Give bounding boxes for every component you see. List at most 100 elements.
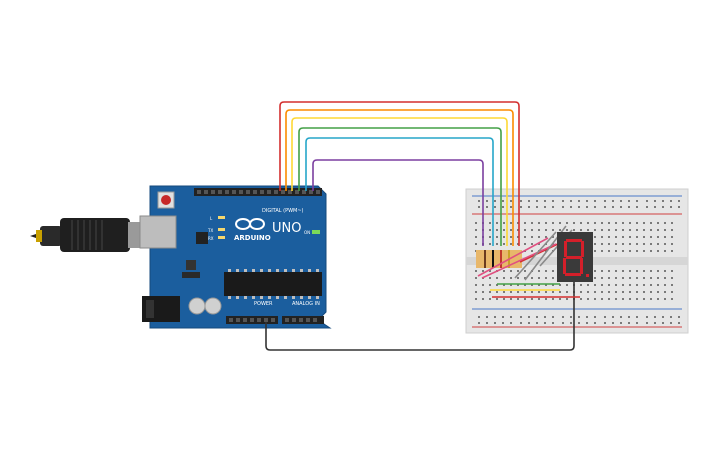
resistor[interactable] <box>476 253 522 256</box>
breadboard-hole[interactable] <box>612 316 614 318</box>
breadboard-hole[interactable] <box>503 284 505 286</box>
breadboard-hole[interactable] <box>489 243 491 245</box>
breadboard-hole[interactable] <box>580 291 582 293</box>
resistor[interactable] <box>476 256 522 259</box>
breadboard-hole[interactable] <box>671 229 673 231</box>
breadboard-hole[interactable] <box>570 200 572 202</box>
bb-wire-pink-1[interactable] <box>477 237 549 277</box>
breadboard-hole[interactable] <box>650 222 652 224</box>
breadboard-hole[interactable] <box>608 284 610 286</box>
breadboard-hole[interactable] <box>494 200 496 202</box>
breadboard-hole[interactable] <box>629 236 631 238</box>
breadboard-hole[interactable] <box>524 243 526 245</box>
breadboard-hole[interactable] <box>562 200 564 202</box>
breadboard-hole[interactable] <box>601 250 603 252</box>
breadboard-hole[interactable] <box>544 206 546 208</box>
breadboard-hole[interactable] <box>578 206 580 208</box>
breadboard-hole[interactable] <box>629 243 631 245</box>
breadboard-hole[interactable] <box>664 284 666 286</box>
breadboard-hole[interactable] <box>545 236 547 238</box>
breadboard-hole[interactable] <box>615 277 617 279</box>
breadboard-hole[interactable] <box>502 316 504 318</box>
breadboard-hole[interactable] <box>671 236 673 238</box>
breadboard-hole[interactable] <box>608 270 610 272</box>
breadboard-hole[interactable] <box>654 200 656 202</box>
breadboard-hole[interactable] <box>517 236 519 238</box>
breadboard-hole[interactable] <box>615 229 617 231</box>
breadboard-hole[interactable] <box>587 291 589 293</box>
breadboard-hole[interactable] <box>629 291 631 293</box>
breadboard-hole[interactable] <box>528 316 530 318</box>
breadboard-hole[interactable] <box>475 277 477 279</box>
breadboard-hole[interactable] <box>654 316 656 318</box>
resistor[interactable] <box>476 250 522 253</box>
breadboard-hole[interactable] <box>570 322 572 324</box>
breadboard-hole[interactable] <box>494 206 496 208</box>
breadboard-hole[interactable] <box>615 236 617 238</box>
breadboard-hole[interactable] <box>559 284 561 286</box>
wire-cyan[interactable] <box>305 137 494 246</box>
breadboard-hole[interactable] <box>662 206 664 208</box>
breadboard-hole[interactable] <box>594 222 596 224</box>
breadboard-hole[interactable] <box>510 229 512 231</box>
breadboard-hole[interactable] <box>552 284 554 286</box>
breadboard-hole[interactable] <box>628 316 630 318</box>
breadboard-hole[interactable] <box>636 270 638 272</box>
breadboard-hole[interactable] <box>510 206 512 208</box>
breadboard-hole[interactable] <box>629 250 631 252</box>
breadboard-hole[interactable] <box>671 277 673 279</box>
breadboard-hole[interactable] <box>538 222 540 224</box>
wire-orange[interactable] <box>285 109 514 246</box>
breadboard-hole[interactable] <box>531 229 533 231</box>
breadboard-hole[interactable] <box>489 291 491 293</box>
breadboard-hole[interactable] <box>475 229 477 231</box>
breadboard-hole[interactable] <box>566 298 568 300</box>
breadboard-hole[interactable] <box>650 229 652 231</box>
breadboard-hole[interactable] <box>531 284 533 286</box>
breadboard-hole[interactable] <box>517 298 519 300</box>
breadboard-hole[interactable] <box>608 236 610 238</box>
breadboard-hole[interactable] <box>636 229 638 231</box>
breadboard-hole[interactable] <box>586 206 588 208</box>
breadboard-hole[interactable] <box>489 284 491 286</box>
breadboard-hole[interactable] <box>478 316 480 318</box>
breadboard-hole[interactable] <box>664 270 666 272</box>
breadboard-hole[interactable] <box>510 284 512 286</box>
breadboard-hole[interactable] <box>486 316 488 318</box>
breadboard-hole[interactable] <box>545 270 547 272</box>
breadboard-hole[interactable] <box>524 270 526 272</box>
breadboard-hole[interactable] <box>552 322 554 324</box>
breadboard-hole[interactable] <box>636 236 638 238</box>
analog-header[interactable] <box>282 316 324 324</box>
breadboard-hole[interactable] <box>608 298 610 300</box>
breadboard-hole[interactable] <box>662 316 664 318</box>
breadboard-hole[interactable] <box>545 298 547 300</box>
breadboard-hole[interactable] <box>502 322 504 324</box>
power-header[interactable] <box>226 316 278 324</box>
breadboard-hole[interactable] <box>646 206 648 208</box>
breadboard-hole[interactable] <box>559 298 561 300</box>
breadboard-hole[interactable] <box>510 200 512 202</box>
breadboard-hole[interactable] <box>646 322 648 324</box>
breadboard-hole[interactable] <box>601 291 603 293</box>
breadboard-hole[interactable] <box>552 206 554 208</box>
breadboard-hole[interactable] <box>643 277 645 279</box>
breadboard-hole[interactable] <box>475 243 477 245</box>
breadboard-hole[interactable] <box>629 222 631 224</box>
breadboard-hole[interactable] <box>587 284 589 286</box>
breadboard-hole[interactable] <box>608 250 610 252</box>
breadboard-hole[interactable] <box>478 206 480 208</box>
breadboard-hole[interactable] <box>608 277 610 279</box>
breadboard-hole[interactable] <box>503 222 505 224</box>
breadboard-hole[interactable] <box>496 284 498 286</box>
breadboard-hole[interactable] <box>643 270 645 272</box>
breadboard-hole[interactable] <box>475 291 477 293</box>
breadboard-hole[interactable] <box>594 236 596 238</box>
breadboard-hole[interactable] <box>636 277 638 279</box>
breadboard-hole[interactable] <box>650 291 652 293</box>
breadboard-hole[interactable] <box>510 243 512 245</box>
breadboard-hole[interactable] <box>643 229 645 231</box>
wire-ground[interactable] <box>265 282 575 351</box>
breadboard-hole[interactable] <box>636 250 638 252</box>
breadboard-hole[interactable] <box>594 291 596 293</box>
